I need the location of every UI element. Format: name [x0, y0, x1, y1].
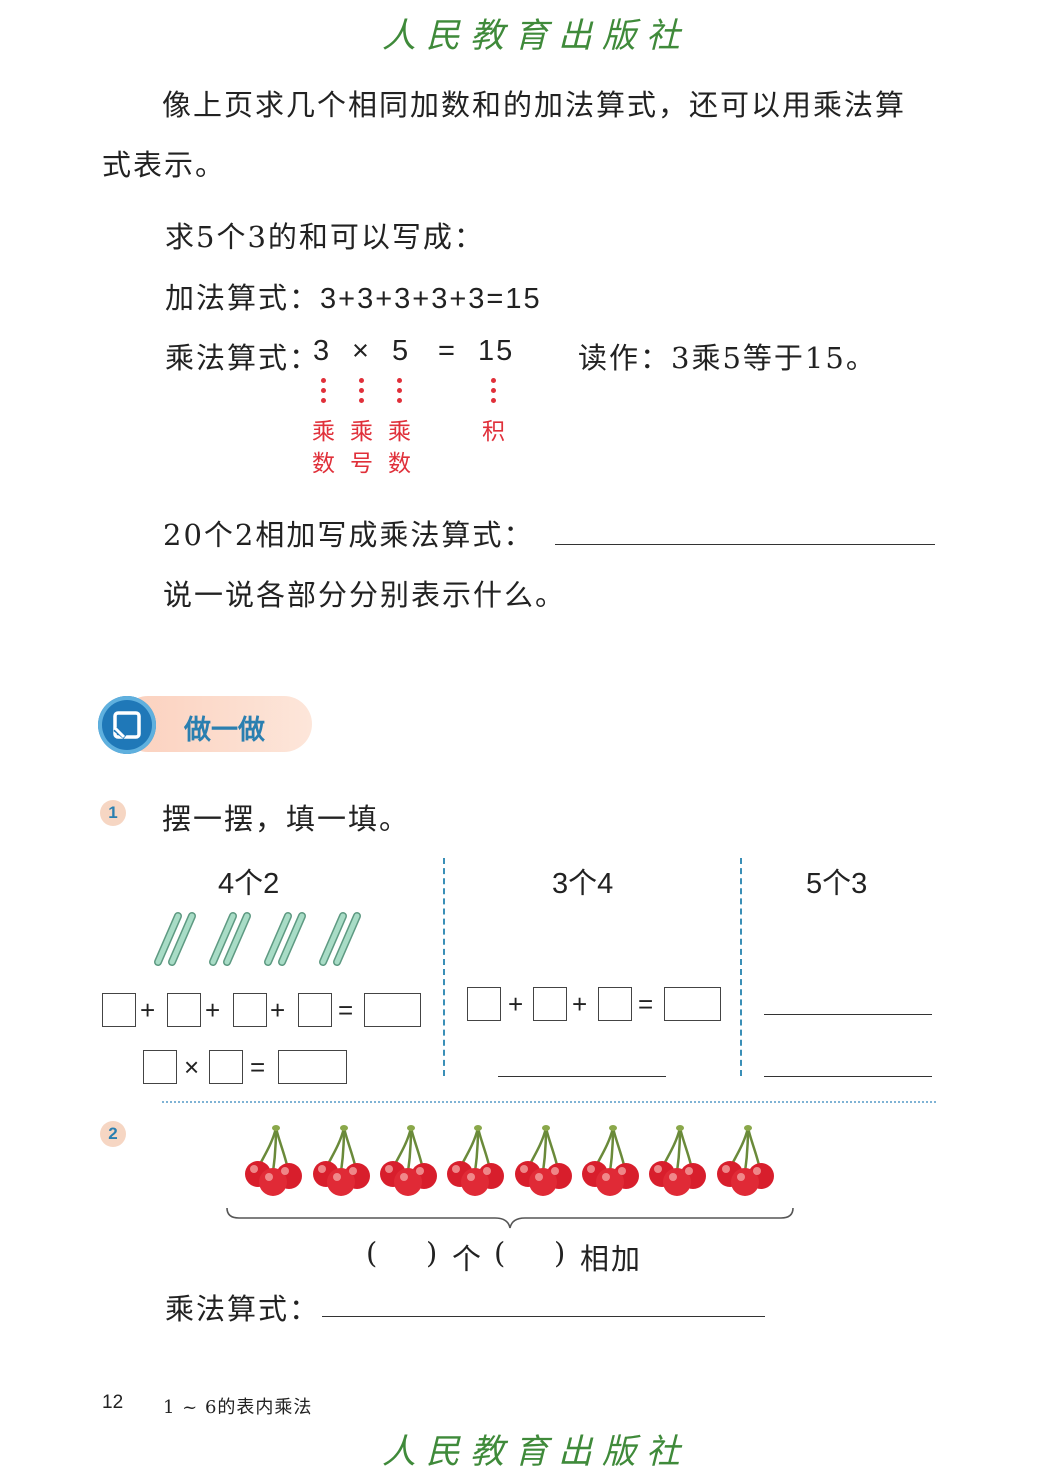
- pointer-sign: [359, 378, 365, 408]
- term-factor-2: 乘数: [388, 419, 411, 477]
- col1-mul-eq: =: [250, 1052, 266, 1082]
- publisher-watermark-bottom: 人民教育出版社: [382, 1432, 690, 1472]
- col1-title: 4个2: [218, 868, 280, 900]
- page-number: 12: [102, 1392, 124, 1413]
- col1-add-box-2[interactable]: [167, 993, 201, 1027]
- example-prompt: 求5个3的和可以写成：: [165, 220, 485, 254]
- col3-mul-line[interactable]: [764, 1076, 932, 1077]
- xiangjia-text: 相加: [580, 1242, 643, 1276]
- blank-addend-input[interactable]: [514, 1234, 554, 1268]
- cherry-icon: [580, 1123, 641, 1198]
- col2-plus-1: +: [508, 989, 524, 1019]
- col3-add-line[interactable]: [764, 1014, 932, 1015]
- mul-result: 15: [478, 335, 515, 367]
- column-divider-1: [443, 858, 445, 1076]
- publisher-watermark-top: 人民教育出版社: [382, 16, 690, 56]
- col1-add-box-1[interactable]: [102, 993, 136, 1027]
- question-follow-up: 说一说各部分分别表示什么。: [163, 578, 567, 612]
- pointer-factor-a: [321, 378, 327, 408]
- col1-add-result-box[interactable]: [364, 993, 421, 1027]
- intro-line-1: 像上页求几个相同加数和的加法算式，还可以用乘法算: [162, 88, 907, 122]
- stick-icon: [154, 912, 361, 966]
- term-sign: 乘号: [350, 419, 373, 477]
- exercise2-answer-line[interactable]: [322, 1316, 765, 1317]
- paren-2-open: (: [494, 1236, 508, 1270]
- addition-expression: 3+3+3+3+3=15: [320, 283, 542, 315]
- paren-1-open: (: [366, 1236, 380, 1270]
- col2-title: 3个4: [552, 868, 614, 900]
- mul-factor-b: 5: [392, 335, 411, 367]
- mul-factor-a: 3: [313, 335, 332, 367]
- multiplication-label: 乘法算式：: [165, 341, 321, 375]
- col2-add-box-1[interactable]: [467, 987, 501, 1021]
- col1-add-box-4[interactable]: [298, 993, 332, 1027]
- col1-mul-box-2[interactable]: [209, 1050, 243, 1084]
- cherry-icon: [311, 1123, 372, 1198]
- section-title: 做一做: [184, 715, 265, 746]
- col2-eq: =: [638, 989, 654, 1019]
- col1-times: ×: [184, 1052, 200, 1082]
- col2-add-result-box[interactable]: [664, 987, 721, 1021]
- read-as-row: 读作：3乘5等于15。: [578, 335, 877, 377]
- cherry-icon: [513, 1123, 574, 1198]
- cherry-icon: [378, 1123, 439, 1198]
- pointer-product: [491, 378, 497, 408]
- col3-title: 5个3: [806, 868, 868, 900]
- addition-label: 加法算式：: [165, 281, 321, 315]
- mul-sign: ×: [352, 335, 371, 367]
- col1-add-box-3[interactable]: [233, 993, 267, 1027]
- chapter-title: 1 ~ 6的表内乘法: [163, 1397, 313, 1418]
- col2-add-box-2[interactable]: [533, 987, 567, 1021]
- col1-eq: =: [338, 995, 354, 1025]
- exercise-badge-1: 1: [100, 800, 126, 826]
- exercise-separator: [162, 1101, 936, 1103]
- exercise1-instruction: 摆一摆，填一填。: [162, 802, 411, 836]
- col2-mul-line[interactable]: [498, 1076, 666, 1077]
- intro-line-2: 式表示。: [102, 148, 227, 182]
- cherry-icon: [715, 1123, 776, 1198]
- section-icon-pen: [98, 696, 156, 754]
- col1-plus-3: +: [270, 995, 286, 1025]
- paren-2-close: ): [554, 1236, 568, 1270]
- grouping-brace: [226, 1207, 794, 1229]
- addition-row: 加法算式：3+3+3+3+3=15: [165, 275, 542, 317]
- exercise2-mul-label: 乘法算式：: [165, 1292, 321, 1326]
- ge-text: 个: [452, 1242, 484, 1276]
- col1-mul-box-1[interactable]: [143, 1050, 177, 1084]
- pointer-factor-b: [397, 378, 403, 408]
- question-answer-line[interactable]: [555, 544, 935, 545]
- read-label: 读作：: [578, 341, 672, 375]
- col1-plus-1: +: [140, 995, 156, 1025]
- cherry-icon: [647, 1123, 708, 1198]
- col1-mul-result-box[interactable]: [278, 1050, 347, 1084]
- read-text: 3乘5等于15。: [671, 341, 877, 375]
- cherry-icon: [243, 1123, 304, 1198]
- mul-equals: =: [438, 335, 457, 367]
- cherry-row: [243, 1123, 776, 1198]
- blank-count-input[interactable]: [386, 1234, 426, 1268]
- term-product: 积: [482, 419, 505, 445]
- column-divider-2: [740, 858, 742, 1076]
- col2-add-box-3[interactable]: [598, 987, 632, 1021]
- term-factor-1: 乘数: [312, 419, 335, 477]
- question-text: 20个2相加写成乘法算式：: [163, 518, 535, 552]
- col1-plus-2: +: [205, 995, 221, 1025]
- exercise-badge-2: 2: [100, 1121, 126, 1147]
- col2-plus-2: +: [572, 989, 588, 1019]
- paren-1-close: ): [426, 1236, 440, 1270]
- cherry-icon: [445, 1123, 506, 1198]
